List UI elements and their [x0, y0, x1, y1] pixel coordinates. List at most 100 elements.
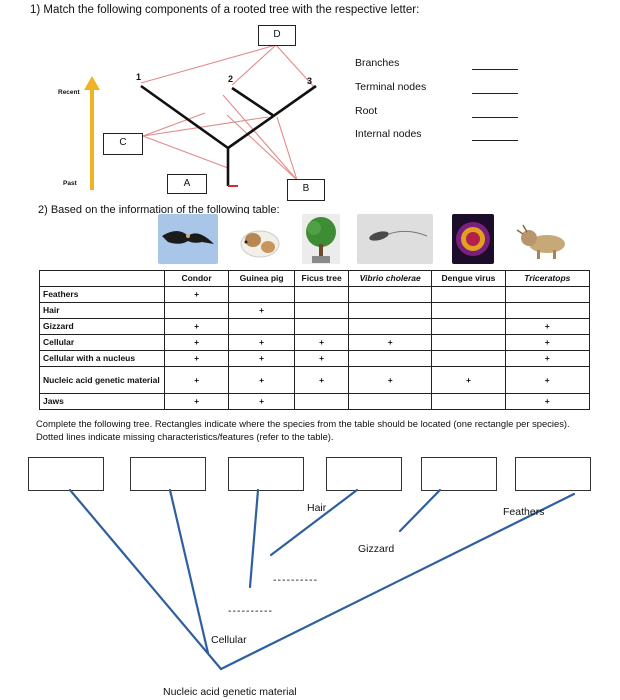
guinea-pig-image	[237, 214, 283, 264]
table-row: Feathers +	[38, 286, 591, 303]
species-answer-box-4[interactable]	[326, 457, 402, 491]
term-internal-nodes: Internal nodes	[355, 128, 422, 140]
species-answer-box-5[interactable]	[421, 457, 497, 491]
table-cell: +	[164, 318, 230, 335]
tip-number-3: 3	[307, 76, 313, 86]
table-cell: +	[228, 350, 296, 367]
table-cell: +	[504, 350, 591, 367]
table-cell	[228, 318, 296, 335]
table-row: Gizzard + +	[38, 318, 591, 335]
condor-image	[158, 214, 218, 264]
table-row: Jaws + + +	[38, 393, 591, 410]
tree-instructions: Complete the following tree. Rectangles …	[36, 418, 570, 442]
table-cell	[164, 302, 230, 319]
row-label-cellular: Cellular	[38, 334, 166, 351]
table-cell: +	[164, 286, 230, 303]
table-cell: +	[504, 334, 591, 351]
label-root-nucleic-acid: Nucleic acid genetic material	[163, 686, 297, 698]
label-feathers: Feathers	[503, 506, 545, 518]
col-header-guinea-pig: Guinea pig	[228, 270, 296, 287]
tip-number-2: 2	[228, 74, 234, 84]
table-cell	[504, 302, 591, 319]
species-answer-box-2[interactable]	[130, 457, 206, 491]
table-cell	[348, 302, 433, 319]
row-label-cellular-with-nucleus: Cellular with a nucleus	[38, 350, 166, 367]
table-cell: +	[164, 393, 230, 410]
table-corner-cell	[38, 270, 166, 287]
dengue-virus-image	[452, 214, 494, 264]
table-row: Nucleic acid genetic material + + + + + …	[38, 366, 591, 394]
answer-blank-branches[interactable]	[472, 69, 518, 70]
species-answer-box-6[interactable]	[515, 457, 591, 491]
col-header-dengue-virus: Dengue virus	[431, 270, 506, 287]
table-cell	[431, 350, 506, 367]
table-cell	[431, 334, 506, 351]
species-answer-box-3[interactable]	[228, 457, 304, 491]
answer-blank-terminal-nodes[interactable]	[472, 93, 518, 94]
table-header-row: Condor Guinea pig Ficus tree Vibrio chol…	[38, 270, 591, 287]
label-hair: Hair	[307, 502, 327, 514]
table-cell	[228, 286, 296, 303]
ficus-tree-image	[302, 214, 340, 264]
triceratops-image	[515, 214, 575, 264]
table-cell: +	[294, 350, 350, 367]
row-label-feathers: Feathers	[38, 286, 166, 303]
label-cellular: Cellular	[211, 634, 247, 646]
table-cell: +	[431, 366, 506, 394]
col-header-ficus-tree: Ficus tree	[294, 270, 350, 287]
table-cell	[294, 302, 350, 319]
answer-blank-root[interactable]	[472, 117, 518, 118]
table-cell: +	[228, 366, 296, 394]
table-cell: +	[504, 366, 591, 394]
table-cell: +	[228, 393, 296, 410]
blue-cladogram	[68, 488, 576, 671]
table-cell	[294, 318, 350, 335]
term-root: Root	[355, 105, 378, 117]
table-cell	[431, 393, 506, 410]
table-cell	[348, 393, 433, 410]
table-cell	[348, 318, 433, 335]
col-header-triceratops: Triceratops	[504, 270, 591, 287]
table-cell	[431, 318, 506, 335]
table-cell	[348, 286, 433, 303]
table-cell: +	[164, 350, 230, 367]
row-label-gizzard: Gizzard	[38, 318, 166, 335]
table-cell: +	[228, 334, 296, 351]
vibrio-cholerae-image	[357, 214, 433, 264]
table-cell: +	[164, 334, 230, 351]
table-row: Cellular with a nucleus + + + +	[38, 350, 591, 367]
label-gizzard: Gizzard	[358, 543, 395, 555]
past-label: Past	[63, 180, 77, 187]
row-label-hair: Hair	[38, 302, 166, 319]
table-cell: +	[294, 366, 350, 394]
letter-box-b: B	[287, 179, 325, 201]
col-header-vibrio-cholerae: Vibrio cholerae	[348, 270, 433, 287]
question-2-title: 2) Based on the information of the follo…	[38, 204, 280, 216]
letter-box-a: A	[167, 174, 207, 194]
characteristics-table: Condor Guinea pig Ficus tree Vibrio chol…	[38, 270, 591, 410]
col-header-condor: Condor	[164, 270, 230, 287]
table-cell: +	[294, 334, 350, 351]
table-cell: +	[348, 366, 433, 394]
question-1-title: 1) Match the following components of a r…	[30, 4, 420, 16]
table-cell: +	[164, 366, 230, 394]
table-cell: +	[228, 302, 296, 319]
pointer-lines	[140, 44, 315, 181]
species-answer-box-1[interactable]	[28, 457, 104, 491]
tip-number-1: 1	[136, 72, 142, 82]
table-cell	[294, 286, 350, 303]
black-tree	[140, 84, 317, 173]
missing-feature-dots-2: ----------	[228, 605, 273, 617]
table-cell: +	[348, 334, 433, 351]
row-label-jaws: Jaws	[38, 393, 166, 410]
row-label-nucleic-acid: Nucleic acid genetic material	[38, 366, 166, 394]
table-cell	[431, 286, 506, 303]
table-cell	[431, 302, 506, 319]
table-row: Cellular + + + + +	[38, 334, 591, 351]
term-branches: Branches	[355, 57, 400, 69]
answer-blank-internal-nodes[interactable]	[472, 140, 518, 141]
table-cell	[348, 350, 433, 367]
table-cell	[504, 286, 591, 303]
rooted-tree-diagram	[84, 44, 317, 190]
table-cell	[294, 393, 350, 410]
